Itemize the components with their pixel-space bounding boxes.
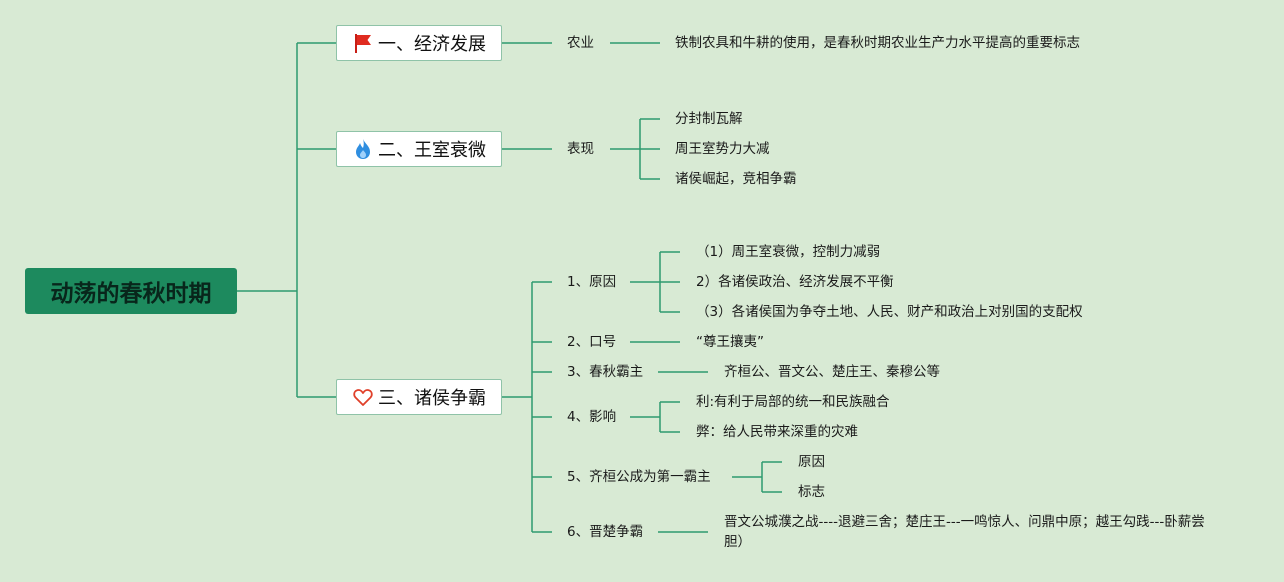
subtopic-jin-chu[interactable]: 6、晋楚争霸: [567, 524, 644, 540]
leaf-first-hegemon-cause[interactable]: 原因: [798, 454, 825, 470]
subtopic-agriculture[interactable]: 农业: [567, 35, 594, 51]
root-topic[interactable]: 动荡的春秋时期: [25, 268, 237, 314]
leaf-impact-con[interactable]: 弊：给人民带来深重的灾难: [696, 424, 858, 440]
subtopic-hegemons[interactable]: 3、春秋霸主: [567, 364, 644, 380]
leaf-hegemons[interactable]: 齐桓公、晋文公、楚庄王、秦穆公等: [724, 364, 940, 380]
topic-royal-decline[interactable]: 二、王室衰微: [336, 131, 502, 167]
topic-label: 一、经济发展: [378, 34, 486, 55]
topic-economy[interactable]: 一、经济发展: [336, 25, 502, 61]
subtopic-impact[interactable]: 4、影响: [567, 409, 617, 425]
topic-label: 二、王室衰微: [378, 140, 486, 161]
leaf-slogan[interactable]: “尊王攘夷”: [696, 334, 764, 350]
subtopic-manifestation[interactable]: 表现: [567, 141, 594, 157]
leaf-cause-2[interactable]: 2）各诸侯政治、经济发展不平衡: [696, 274, 894, 290]
subtopic-slogan[interactable]: 2、口号: [567, 334, 617, 350]
leaf-fief-collapse[interactable]: 分封制瓦解: [675, 111, 743, 127]
leaf-royal-power-drop[interactable]: 周王室势力大减: [675, 141, 770, 157]
blue-flame-icon: [352, 138, 374, 160]
red-flag-icon: [352, 32, 374, 54]
leaf-cause-1[interactable]: （1）周王室衰微，控制力减弱: [696, 244, 881, 260]
leaf-first-hegemon-sign[interactable]: 标志: [798, 484, 825, 500]
subtopic-first-hegemon[interactable]: 5、齐桓公成为第一霸主: [567, 469, 711, 485]
subtopic-causes[interactable]: 1、原因: [567, 274, 617, 290]
leaf-impact-pro[interactable]: 利:有利于局部的统一和民族融合: [696, 394, 890, 410]
leaf-cause-3[interactable]: （3）各诸侯国为争夺土地、人民、财产和政治上对别国的支配权: [696, 304, 1083, 320]
topic-hegemony[interactable]: 三、诸侯争霸: [336, 379, 502, 415]
leaf-agriculture-detail[interactable]: 铁制农具和牛耕的使用，是春秋时期农业生产力水平提高的重要标志: [675, 35, 1080, 51]
topic-label: 三、诸侯争霸: [378, 388, 486, 409]
leaf-jin-chu-detail[interactable]: 晋文公城濮之战----退避三舍；楚庄王---一鸣惊人、问鼎中原；越王勾践---卧…: [724, 514, 1205, 550]
heart-icon: [352, 386, 374, 408]
root-title: 动荡的春秋时期: [50, 281, 212, 307]
leaf-lords-rise[interactable]: 诸侯崛起，竞相争霸: [675, 171, 797, 187]
